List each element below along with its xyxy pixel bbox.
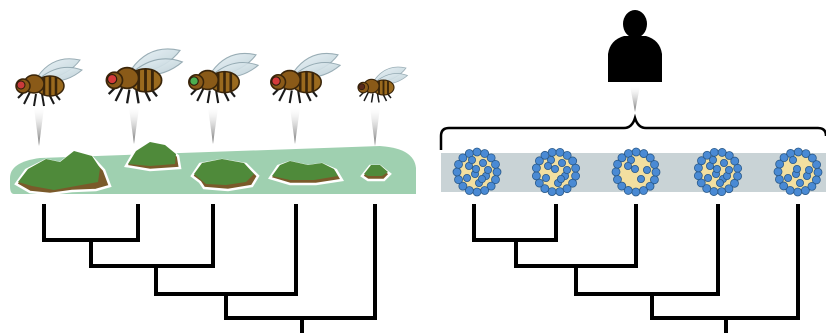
person-silhouette-icon	[608, 10, 662, 82]
sample-bracket	[441, 118, 826, 150]
cell-icon	[774, 148, 822, 196]
tree-node-a	[516, 206, 636, 266]
flies	[16, 49, 408, 106]
tree-node-b	[156, 206, 296, 294]
fly-beams	[34, 108, 380, 146]
fly-icon	[16, 59, 82, 106]
fly-eye	[17, 81, 25, 89]
fly-icon	[189, 53, 258, 103]
beam-4	[290, 108, 300, 144]
tree-node-c	[652, 206, 798, 318]
tree-tip-1	[44, 206, 138, 240]
left-phylogeny-tree	[44, 206, 375, 333]
tree-node-a	[91, 206, 213, 266]
fly-icon	[358, 67, 408, 102]
beam-1	[34, 108, 44, 146]
tree-tip-1	[474, 206, 556, 240]
tree-node-b	[576, 206, 718, 294]
tree-node-c	[226, 206, 375, 318]
fly-eye	[272, 77, 280, 85]
person-beam	[630, 86, 640, 112]
beam-2	[129, 108, 139, 144]
island-2	[126, 142, 180, 170]
cell-icon	[612, 148, 660, 196]
fly-eye	[108, 75, 117, 84]
cell-icon	[453, 148, 501, 196]
fly-eye	[359, 84, 365, 90]
beam-5	[370, 108, 380, 146]
fly-eye	[190, 77, 198, 85]
left-panel	[10, 49, 416, 333]
fly-icon	[271, 53, 340, 103]
right-phylogeny-tree	[474, 206, 798, 333]
fly-icon	[106, 49, 182, 103]
beam-3	[208, 108, 218, 144]
right-panel	[441, 10, 826, 333]
